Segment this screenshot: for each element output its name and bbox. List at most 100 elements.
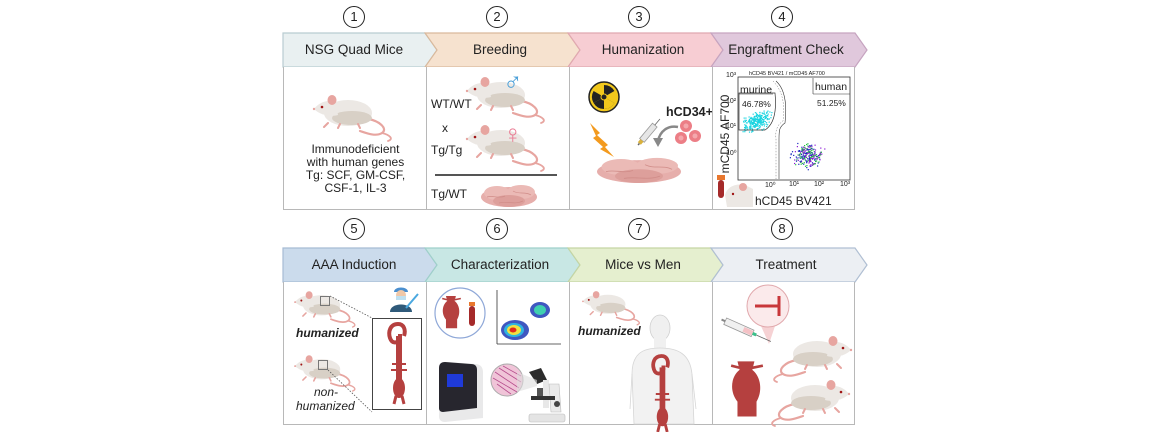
murine-dot xyxy=(750,127,752,129)
murine-dot xyxy=(756,124,758,127)
human-dot xyxy=(803,156,805,158)
human-dot xyxy=(801,150,803,152)
human-dot xyxy=(810,148,812,150)
human-dot xyxy=(814,152,816,154)
human-dot xyxy=(816,155,819,157)
stem-cells-icon xyxy=(675,120,701,144)
murine-dot xyxy=(746,126,748,128)
human-dot xyxy=(804,155,806,157)
murine-dot xyxy=(766,125,768,128)
murine-dot xyxy=(744,126,746,129)
murine-dot xyxy=(752,130,754,132)
microscope-icon xyxy=(528,368,566,423)
human-dot xyxy=(800,161,802,163)
murine-dot xyxy=(746,127,748,130)
human-dot xyxy=(806,165,808,167)
murine-dot xyxy=(768,118,770,121)
murine-dot xyxy=(753,120,755,122)
density-plot-icon xyxy=(496,290,561,345)
murine-dot xyxy=(750,124,752,126)
murine-dot xyxy=(745,117,747,119)
human-dot xyxy=(807,169,809,171)
human-dot xyxy=(806,153,808,155)
cross-divider xyxy=(435,174,557,176)
human-dot xyxy=(813,155,815,157)
human-dot xyxy=(794,159,796,161)
murine-dot xyxy=(754,119,756,121)
murine-dot xyxy=(764,116,766,118)
human-dot xyxy=(815,160,817,163)
human-dot xyxy=(800,163,802,165)
flow-cytometer-icon xyxy=(439,362,483,422)
human-dot xyxy=(803,162,805,164)
human-dot xyxy=(809,150,811,153)
human-dot xyxy=(814,159,816,161)
human-dot xyxy=(797,150,799,152)
human-dot xyxy=(803,149,805,151)
murine-dot xyxy=(758,127,760,129)
murine-dot xyxy=(751,123,753,125)
murine-dot xyxy=(766,119,768,121)
step-title-3: Humanization xyxy=(601,42,685,57)
step-number-7: 7 xyxy=(628,218,650,240)
human-dot xyxy=(802,152,804,154)
murine-dot xyxy=(754,116,756,118)
human-dot xyxy=(793,154,795,156)
human-dot xyxy=(806,162,808,164)
human-gate-dashed xyxy=(772,80,784,179)
murine-dot xyxy=(760,116,762,118)
human-dot xyxy=(803,146,805,148)
murine-dot xyxy=(763,119,765,121)
murine-dot xyxy=(754,125,756,127)
step-number-1: 1 xyxy=(343,6,365,28)
human-dot xyxy=(806,143,808,146)
banner-arrows xyxy=(282,247,868,283)
human-dot xyxy=(804,146,806,149)
murine-dot xyxy=(761,118,763,120)
human-dot xyxy=(806,161,808,163)
step-title-7: Mice vs Men xyxy=(605,257,681,272)
human-dot xyxy=(797,154,799,156)
human-dot xyxy=(811,153,813,155)
murine-dot xyxy=(759,119,762,121)
human-dot xyxy=(812,155,814,158)
human-dot xyxy=(806,148,808,150)
radiation-icon xyxy=(588,81,620,113)
murine-dot xyxy=(765,117,767,119)
murine-dot xyxy=(760,120,762,122)
murine-dot xyxy=(759,116,761,118)
murine-dot xyxy=(764,117,766,119)
human-dot xyxy=(804,147,806,149)
human-dot xyxy=(820,154,822,156)
human-dot xyxy=(807,151,809,153)
banner-shape-8 xyxy=(709,247,868,283)
murine-dot xyxy=(746,126,748,128)
murine-dot xyxy=(751,128,754,130)
syringe-icon xyxy=(721,317,772,342)
murine-dot xyxy=(753,122,755,124)
panel-aaa-induction: humanized non- humanized xyxy=(283,282,426,425)
murine-dot xyxy=(757,120,759,122)
human-dot xyxy=(813,148,815,150)
human-dot xyxy=(811,152,813,154)
murine-dot xyxy=(754,112,756,114)
human-dot xyxy=(805,160,807,162)
murine-dot xyxy=(771,112,773,114)
murine-dot xyxy=(754,126,756,129)
human-dot xyxy=(812,163,814,165)
murine-dot xyxy=(762,113,764,115)
human-dot xyxy=(811,146,813,148)
human-dot xyxy=(806,167,808,169)
human-dot xyxy=(790,154,792,156)
human-dot xyxy=(817,155,820,157)
human-dot xyxy=(814,154,816,156)
murine-dot xyxy=(759,118,761,120)
human-dot xyxy=(802,148,804,150)
murine-dot xyxy=(751,130,753,132)
human-dot xyxy=(800,153,802,155)
human-dot xyxy=(794,162,796,165)
murine-dot xyxy=(770,114,772,116)
selection-box-upper xyxy=(320,296,330,306)
murine-dot xyxy=(762,116,765,118)
murine-dot xyxy=(761,123,763,125)
